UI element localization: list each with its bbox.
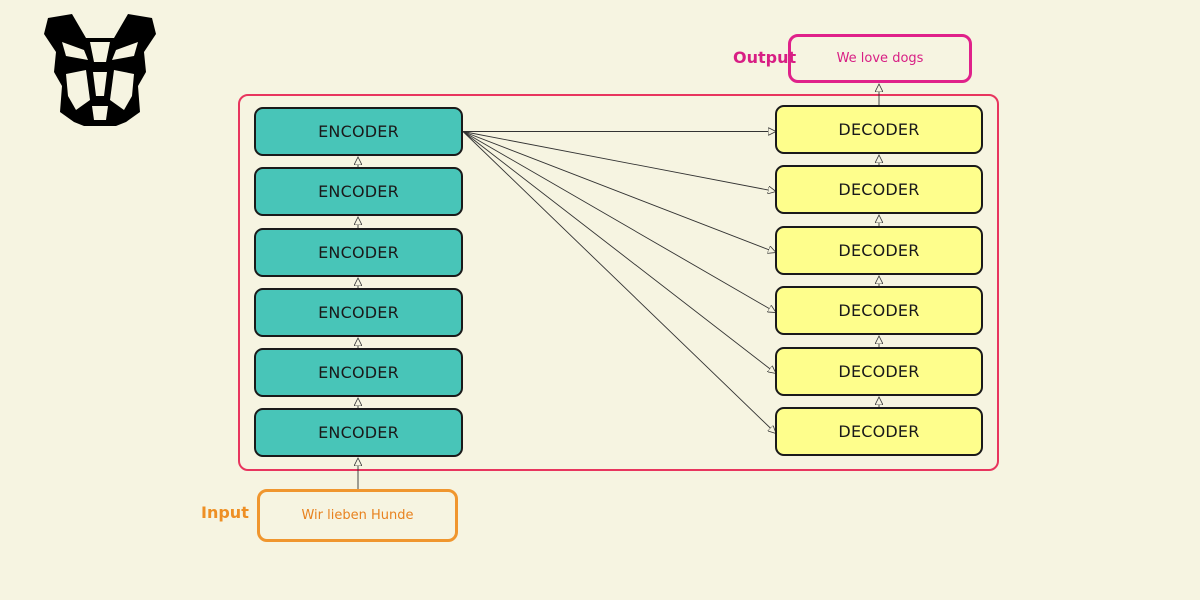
output-label: Output [733, 48, 797, 67]
input-sentence-box: Wir lieben Hunde [257, 489, 458, 542]
output-sentence-box: We love dogs [788, 34, 972, 83]
encoder-block-2: ENCODER [254, 167, 463, 216]
encoder-block-1: ENCODER [254, 107, 463, 156]
encoder-to-decoder-arrow-6 [462, 131, 776, 434]
decoder-block-3: DECODER [775, 226, 983, 275]
autobot-logo-icon [44, 14, 156, 126]
encoder-block-3: ENCODER [254, 228, 463, 277]
decoder-block-6: DECODER [775, 407, 983, 456]
encoder-to-decoder-arrow-5 [462, 131, 776, 374]
encoder-block-5: ENCODER [254, 348, 463, 397]
encoder-block-6: ENCODER [254, 408, 463, 457]
encoder-to-decoder-arrow-4 [462, 131, 776, 313]
decoder-block-4: DECODER [775, 286, 983, 335]
decoder-block-5: DECODER [775, 347, 983, 396]
encoder-to-decoder-arrow-3 [462, 131, 776, 253]
decoder-block-1: DECODER [775, 105, 983, 154]
decoder-block-2: DECODER [775, 165, 983, 214]
input-label: Input [201, 503, 249, 522]
encoder-decoder-frame [238, 94, 999, 471]
encoder-block-4: ENCODER [254, 288, 463, 337]
encoder-to-decoder-arrow-2 [462, 131, 776, 192]
